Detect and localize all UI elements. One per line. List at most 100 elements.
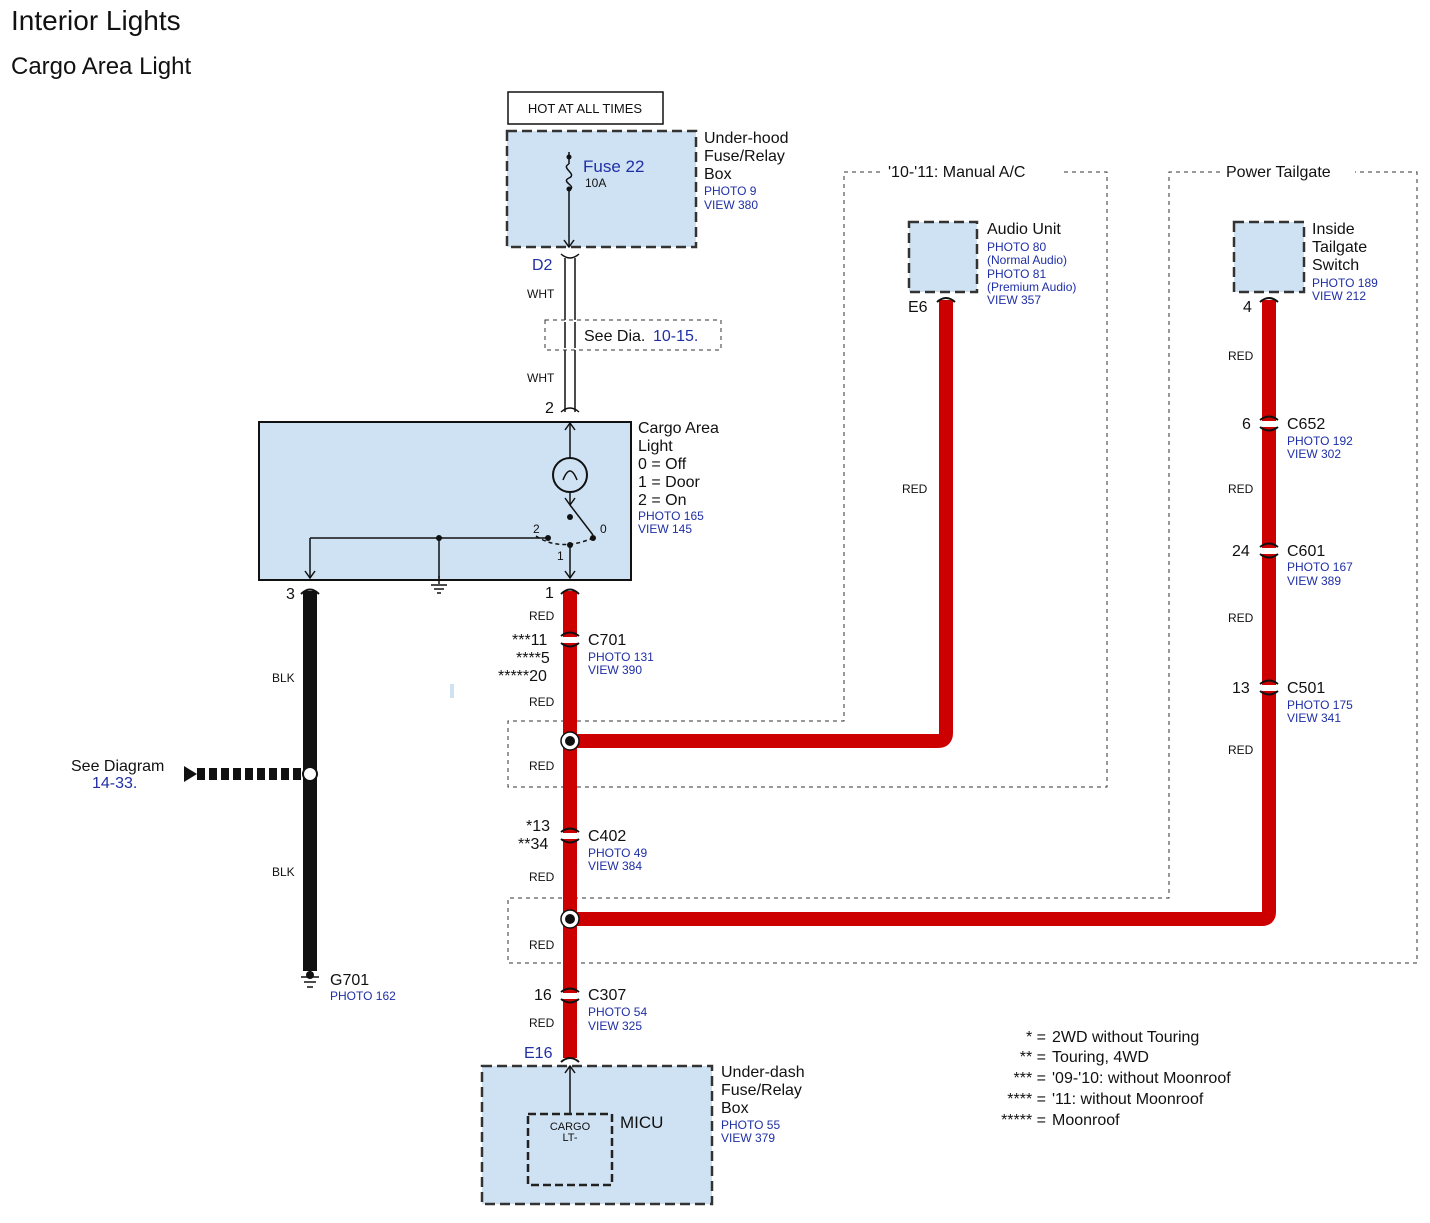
underhood-box-photo: PHOTO 9 [704,184,757,198]
switch-pos-0: 0 [600,522,607,536]
connector-c601-icon [1259,542,1279,559]
legend-sym: ***** = [1001,1112,1046,1129]
tailgate-switch-view: VIEW 212 [1312,289,1366,303]
hot-at-all-times-label: HOT AT ALL TIMES [528,101,642,116]
micu-pin-line1: CARGO [550,1121,591,1133]
wire-label-wht-lower: WHT [527,371,555,385]
micu-name: MICU [620,1113,663,1132]
audio-unit-normal: (Normal Audio) [987,253,1067,267]
c307-name: C307 [588,987,626,1004]
terminal-2: 2 [545,400,554,417]
see-dia-10-15-link[interactable]: 10-15. [653,328,698,345]
audio-unit-view: VIEW 357 [987,293,1041,307]
legend-sym: *** = [1014,1070,1046,1087]
splice-point-blk [302,766,318,782]
c402-photo: PHOTO 49 [588,846,647,860]
connector-c501-icon [1259,679,1279,696]
underhood-box-line2: Fuse/Relay [704,148,785,165]
tailgate-switch-line2: Tailgate [1312,239,1367,256]
power-tailgate-region [507,171,1418,964]
underhood-box-view: VIEW 380 [704,198,758,212]
c501-pin: 13 [1232,680,1250,697]
cargo-light-pos2: 2 = On [638,492,686,509]
red-wire-audio [570,300,953,748]
tailgate-switch-line3: Switch [1312,257,1359,274]
wire-label-red-4: RED [529,870,555,884]
c652-photo: PHOTO 192 [1287,434,1353,448]
underhood-box-line1: Under-hood [704,130,789,147]
c652-pin: 6 [1242,416,1251,433]
wire-label-red-tg4: RED [1228,743,1254,757]
hot-at-all-times-box [507,91,664,125]
c701-pin-c: *****20 [498,668,547,685]
c652-name: C652 [1287,416,1325,433]
power-tailgate-region-label: Power Tailgate [1226,164,1331,181]
manual-ac-region-label: '10-'11: Manual A/C [888,164,1025,181]
terminal-e6: E6 [908,299,928,316]
cargo-light-pos0: 0 = Off [638,456,687,473]
legend-sym: ** = [1020,1049,1046,1066]
underdash-box-line1: Under-dash [721,1064,805,1081]
c701-pin-a: ***11 [512,632,547,649]
c501-view: VIEW 341 [1287,711,1341,725]
terminal-1: 1 [545,585,554,602]
c501-photo: PHOTO 175 [1287,698,1353,712]
c701-pin-b: ****5 [516,650,550,667]
wire-label-red-tg3: RED [1228,611,1254,625]
c402-pin-b: **34 [518,836,548,853]
fuse-22-rating: 10A [585,176,606,190]
wire-label-blk-upper: BLK [272,671,295,685]
c701-photo: PHOTO 131 [588,650,654,664]
terminal-3: 3 [286,586,295,603]
audio-unit-photo80: PHOTO 80 [987,240,1046,254]
micu-box [526,1112,614,1187]
wire-label-red-2: RED [529,695,555,709]
stray-mark [450,684,454,698]
switch-pos-2: 2 [533,522,540,536]
c402-pin-a: *13 [526,818,550,835]
underdash-box-photo: PHOTO 55 [721,1118,780,1132]
wire-label-red-6: RED [529,1016,555,1030]
c601-pin: 24 [1232,543,1250,560]
cargo-bulb-icon [552,457,588,493]
underhood-box-line3: Box [704,166,732,183]
cargo-light-pos1: 1 = Door [638,474,700,491]
c501-name: C501 [1287,680,1325,697]
underhood-fuse-box [505,129,698,249]
legend-text: '11: without Moonroof [1052,1091,1204,1108]
manual-ac-region [507,171,1108,788]
c307-photo: PHOTO 54 [588,1005,647,1019]
g701-photo: PHOTO 162 [330,989,396,1003]
connector-c652-icon [1259,415,1279,432]
cargo-light-view: VIEW 145 [638,522,692,536]
arrow-left-icon [184,766,197,782]
cargo-light-line1: Cargo Area [638,420,719,437]
c402-view: VIEW 384 [588,859,642,873]
connector-c307-icon [560,987,580,1004]
cargo-light-line2: Light [638,438,673,455]
terminal-e16: E16 [524,1045,553,1062]
audio-unit-name: Audio Unit [987,221,1061,238]
legend-text: '09-'10: without Moonroof [1052,1070,1231,1087]
wire-label-wht-upper: WHT [527,287,555,301]
red-wire-tailgate [570,300,1276,926]
c701-name: C701 [588,632,626,649]
legend-text: Touring, 4WD [1052,1049,1149,1066]
terminal-4: 4 [1243,299,1252,316]
audio-unit-photo81: PHOTO 81 [987,267,1046,281]
c701-view: VIEW 390 [588,663,642,677]
legend-text: Moonroof [1052,1112,1120,1129]
page-title: Interior Lights [11,5,181,36]
cargo-area-light-box [258,421,632,581]
c402-name: C402 [588,828,626,845]
ground-icon [431,576,447,594]
c601-view: VIEW 389 [1287,574,1341,588]
legend-sym: * = [1026,1029,1046,1046]
fuse-22-name: Fuse 22 [583,157,644,176]
audio-unit-box [907,220,979,294]
see-diagram-14-33-link[interactable]: 14-33. [92,775,137,792]
underdash-box-line3: Box [721,1100,749,1117]
cargo-light-photo: PHOTO 165 [638,509,704,523]
legend: * = 2WD without Touring ** = Touring, 4W… [1001,1029,1231,1129]
